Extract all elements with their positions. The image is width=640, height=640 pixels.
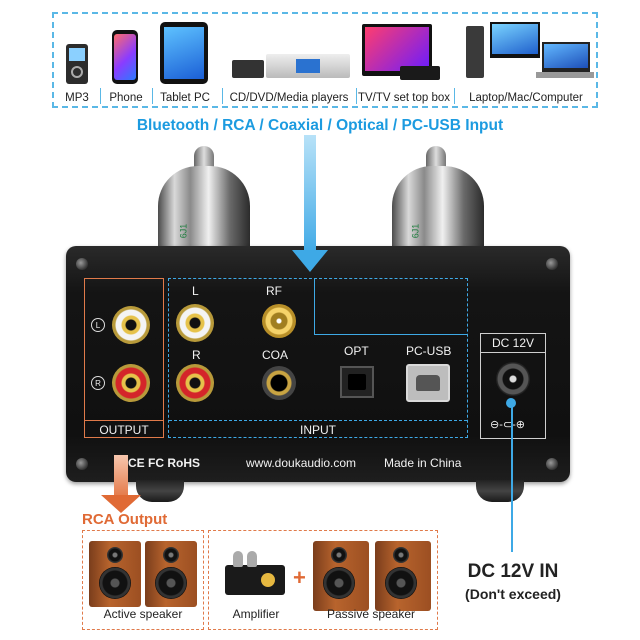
input-arrow bbox=[304, 135, 316, 255]
dc-label: DC 12V bbox=[491, 336, 535, 350]
tablet-icon bbox=[160, 22, 208, 84]
tv-icon bbox=[362, 24, 432, 76]
computer-icon bbox=[466, 22, 596, 84]
source-label: TV/TV set top box bbox=[357, 92, 451, 104]
rca-input-right-jack[interactable] bbox=[176, 364, 214, 402]
phone-icon bbox=[112, 30, 138, 84]
dc-callout-line bbox=[511, 402, 513, 552]
tube-right-tip bbox=[426, 146, 446, 172]
input-r-label: R bbox=[192, 348, 201, 362]
foot bbox=[476, 480, 524, 502]
made-in-text: Made in China bbox=[384, 456, 462, 470]
input-caption: Bluetooth / RCA / Coaxial / Optical / PC… bbox=[136, 117, 504, 134]
screw bbox=[76, 458, 88, 470]
tube-left-tip bbox=[194, 146, 214, 172]
output-arrow bbox=[114, 455, 128, 505]
coaxial-jack[interactable] bbox=[262, 366, 296, 400]
opt-label: OPT bbox=[344, 344, 369, 358]
dc-power-jack[interactable] bbox=[496, 362, 530, 396]
screw bbox=[76, 258, 88, 270]
source-label: MP3 bbox=[65, 92, 89, 104]
polarity-symbol: ⊖-⊂-⊕ bbox=[490, 419, 525, 431]
input-arrow-head bbox=[292, 250, 328, 272]
plus-icon: + bbox=[293, 565, 306, 590]
source-label: Tablet PC bbox=[160, 92, 210, 104]
active-speaker-label: Active speaker bbox=[103, 607, 183, 621]
certification-marks: CE FC RoHS bbox=[128, 456, 200, 470]
speaker-icon bbox=[145, 541, 197, 607]
source-computer: Laptop/Mac/Computer bbox=[456, 14, 596, 106]
source-mp3: MP3 bbox=[56, 14, 98, 106]
rca-output-left-jack[interactable] bbox=[112, 306, 150, 344]
source-tablet: Tablet PC bbox=[150, 14, 220, 106]
amplifier-label: Amplifier bbox=[232, 607, 280, 621]
screw bbox=[546, 458, 558, 470]
output-arrow-head bbox=[101, 495, 141, 513]
output-label: OUTPUT bbox=[99, 423, 149, 437]
left-channel-marker: L bbox=[91, 318, 105, 332]
optical-jack[interactable] bbox=[340, 366, 374, 398]
source-label: Phone bbox=[109, 92, 143, 104]
speaker-icon bbox=[89, 541, 141, 607]
foot bbox=[136, 480, 184, 502]
dc-section bbox=[480, 333, 546, 439]
rf-antenna-jack[interactable] bbox=[262, 304, 296, 338]
source-tv: TV/TV set top box bbox=[356, 14, 452, 106]
source-phone: Phone bbox=[102, 14, 150, 106]
coa-label: COA bbox=[262, 348, 289, 362]
input-l-label: L bbox=[192, 284, 199, 298]
dc-callout-dot bbox=[506, 398, 516, 408]
speaker-icon bbox=[313, 541, 369, 611]
active-speaker-box: Active speaker bbox=[82, 530, 204, 630]
passive-setup-box: + Amplifier Passive speaker bbox=[208, 530, 438, 630]
rf-label: RF bbox=[266, 284, 282, 298]
source-media-players: CD/DVD/Media players bbox=[224, 14, 354, 106]
tube-marking: 6J1 bbox=[410, 223, 421, 239]
passive-speaker-label: Passive speaker bbox=[326, 607, 416, 621]
dc-in-note: (Don't exceed) bbox=[465, 586, 561, 602]
rca-output-label: RCA Output bbox=[82, 511, 168, 528]
source-devices-panel: MP3 Phone Tablet PC CD/DVD/Media players bbox=[52, 12, 598, 108]
rca-input-left-jack[interactable] bbox=[176, 304, 214, 342]
input-label: INPUT bbox=[300, 423, 336, 437]
right-channel-marker: R bbox=[91, 376, 105, 390]
speaker-icon bbox=[375, 541, 431, 611]
website-text: www.doukaudio.com bbox=[246, 456, 357, 470]
media-player-icon bbox=[232, 54, 350, 80]
rca-output-right-jack[interactable] bbox=[112, 364, 150, 402]
tube-marking: 6J1 bbox=[178, 223, 189, 239]
amplifier-icon bbox=[225, 551, 285, 595]
pcusb-label: PC-USB bbox=[406, 344, 452, 358]
mp3-player-icon bbox=[66, 44, 88, 84]
amp-rear-panel bbox=[66, 246, 570, 482]
output-section bbox=[84, 278, 164, 438]
screw bbox=[546, 258, 558, 270]
usb-b-port[interactable] bbox=[406, 364, 450, 402]
dc-in-title: DC 12V IN bbox=[467, 561, 559, 582]
input-section bbox=[168, 278, 468, 438]
source-label: CD/DVD/Media players bbox=[229, 92, 349, 104]
source-label: Laptop/Mac/Computer bbox=[469, 92, 583, 104]
